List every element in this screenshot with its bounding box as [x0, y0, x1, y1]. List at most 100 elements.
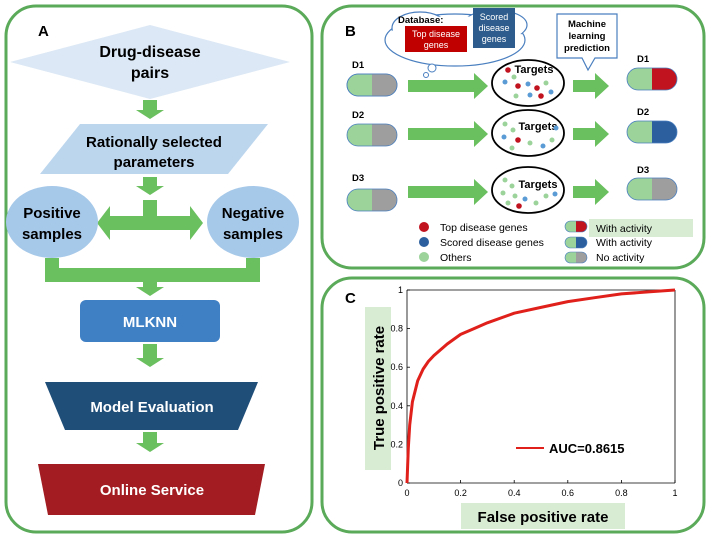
merge-stem [143, 282, 157, 287]
arrow-row2b-head [595, 121, 609, 147]
arrow-row3-head [474, 179, 488, 205]
legend-top-genes-dot [419, 222, 429, 232]
parameters-shape [40, 124, 268, 174]
x-tick-label: 0.4 [508, 488, 521, 498]
flow-arrow-2-shaft [143, 177, 157, 186]
gene-dots-row1 [502, 67, 554, 99]
drug-row3-label: D3 [352, 173, 364, 184]
y-tick-label: 0.8 [390, 324, 403, 334]
online-service-shape [38, 464, 265, 515]
merge-bar [45, 268, 260, 282]
ml-line2: learning [569, 31, 606, 42]
negative-samples-line2: samples [223, 226, 283, 243]
targets-label-row1: Targets [515, 64, 554, 76]
ml-prediction-callout [556, 13, 618, 72]
x-tick-label: 0 [404, 488, 409, 498]
arrow-row2b-shaft [573, 128, 595, 140]
capsule-output-d3 [626, 177, 678, 201]
parameters-line2: parameters [114, 154, 195, 171]
capsule-input-d2 [346, 123, 398, 147]
gene-dots-row2 [501, 121, 559, 151]
flow-arrow-2-head [136, 186, 164, 195]
x-axis-label-bg [461, 503, 625, 529]
roc-curve-line [405, 288, 676, 484]
model-evaluation-shape [45, 382, 258, 430]
capsule-input-d1 [346, 73, 398, 97]
panel-c-border [320, 276, 706, 534]
legend-scored-genes-dot [419, 237, 429, 247]
ml-line1: Machine [568, 19, 606, 30]
mlknn-label: MLKNN [123, 314, 177, 331]
top-genes-line1: Top disease [412, 29, 460, 39]
online-service-label: Online Service [100, 482, 204, 499]
drug-row3-result-label: D3 [637, 165, 649, 176]
x-tick-label: 0.2 [454, 488, 467, 498]
flow-arrow-3-shaft [143, 344, 157, 358]
arrow-row2-shaft [408, 128, 474, 140]
drug-disease-pairs-line2: pairs [131, 65, 169, 82]
arrow-row1-head [474, 73, 488, 99]
y-axis-label-bg [365, 307, 391, 470]
targets-label-row2: Targets [519, 121, 558, 133]
merge-head [136, 287, 164, 296]
y-tick-label: 1 [398, 285, 403, 295]
y-tick-label: 0.4 [390, 401, 403, 411]
parameters-line1: Rationally selected [86, 134, 222, 151]
panel-c: C True positive rate False positive rate… [320, 276, 706, 534]
legend-capsule-red [564, 220, 588, 233]
legend-auc-label: AUC=0.8615 [549, 441, 625, 456]
y-tick-label: 0.2 [390, 439, 403, 449]
capsule-input-d3 [346, 188, 398, 212]
split-stem [143, 200, 157, 218]
drug-row1-result-label: D1 [637, 54, 650, 65]
x-ticks: 0 0.2 0.4 0.6 0.8 1 [404, 480, 678, 498]
drug-row2-label: D2 [352, 110, 364, 121]
scored-genes-line1: Scored [480, 12, 509, 22]
legend-others-label: Others [440, 252, 472, 264]
panel-b: B Database: Top disease genes Scored dis… [320, 4, 706, 270]
top-genes-box [405, 26, 467, 52]
database-label: Database: [398, 15, 443, 26]
flow-arrow-1-head [136, 110, 164, 119]
panel-c-letter: C [345, 290, 356, 307]
panel-a: A Drug-disease pairs Rationally selected… [4, 4, 314, 534]
drug-disease-pairs-shape [10, 25, 290, 99]
ml-line3: prediction [564, 43, 610, 54]
legend-others-dot [419, 252, 429, 262]
gene-dots-row3 [500, 177, 558, 209]
legend-capsule-grey [564, 251, 588, 264]
targets-ellipse-row2 [491, 109, 565, 157]
split-right-head [190, 206, 203, 240]
x-axis-label: False positive rate [478, 509, 609, 526]
arrow-row3b-shaft [573, 186, 595, 198]
flow-arrow-4-shaft [143, 432, 157, 443]
negative-samples-shape [207, 186, 299, 258]
x-tick-label: 1 [672, 488, 677, 498]
capsule-output-d2 [626, 120, 678, 144]
mlknn-box [80, 300, 220, 342]
y-tick-label: 0.6 [390, 362, 403, 372]
flow-arrow-1-shaft [143, 100, 157, 110]
split-bar [110, 216, 190, 230]
arrow-row3b-head [595, 179, 609, 205]
flow-arrow-3-head [136, 358, 164, 367]
roc-plot-area: 0 0.2 0.4 0.6 0.8 1 0 0.2 0.4 0.6 0.8 1 [390, 285, 677, 498]
targets-label-row3: Targets [519, 179, 558, 191]
legend-no-activity: No activity [596, 252, 645, 264]
positive-samples-line2: samples [22, 226, 82, 243]
positive-samples-shape [6, 186, 98, 258]
drug-row2-result-label: D2 [637, 107, 649, 118]
legend-with-activity-2: With activity [596, 237, 653, 249]
legend-top-genes-label: Top disease genes [440, 222, 528, 234]
arrow-row1-shaft [408, 80, 474, 92]
flow-arrow-4-head [136, 443, 164, 452]
x-tick-label: 0.6 [562, 488, 575, 498]
x-tick-label: 0.8 [615, 488, 628, 498]
drug-row1-label: D1 [352, 60, 365, 71]
scored-genes-box [473, 8, 515, 48]
drug-disease-pairs-line1: Drug-disease [99, 44, 200, 61]
legend-with-activity-highlight [589, 219, 693, 237]
arrow-row1b-shaft [573, 80, 595, 92]
legend-scored-genes-label: Scored disease genes [440, 237, 544, 249]
